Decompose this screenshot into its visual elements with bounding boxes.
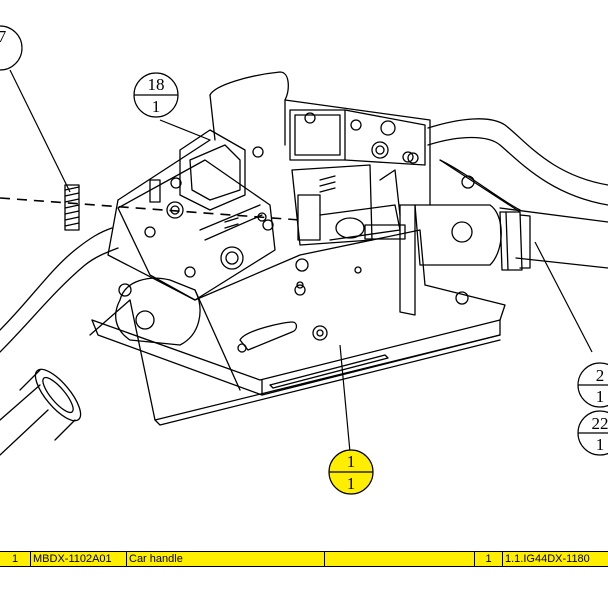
- leader-line-2: [534, 241, 593, 353]
- springs: [64, 175, 336, 231]
- upper-bracket: [107, 71, 431, 301]
- svg-text:1: 1: [347, 452, 356, 471]
- svg-text:1: 1: [596, 387, 605, 406]
- leader-line-1: [339, 344, 351, 453]
- bom-part-number: MBDX-1102A01: [30, 552, 126, 566]
- bom-description: Car handle: [126, 552, 324, 566]
- leader-line-22: [439, 159, 521, 213]
- balloon-1-highlighted[interactable]: 1 1: [328, 449, 374, 495]
- left-switch-bracket: [117, 129, 276, 301]
- svg-text:18: 18: [148, 75, 165, 94]
- handlebar-tube-right: [427, 118, 608, 269]
- leader-line-18: [159, 119, 211, 141]
- bom-row-highlighted[interactable]: 1 MBDX-1102A01 Car handle 1 1.1.IG44DX-1…: [0, 551, 608, 567]
- balloon-2: 2 1: [577, 362, 608, 408]
- leader-line-7: [9, 69, 71, 193]
- left-grip: [19, 368, 82, 441]
- svg-text:1: 1: [596, 435, 605, 454]
- right-switch-bracket: [289, 109, 426, 246]
- base-plate: [91, 284, 506, 426]
- balloon-7: 7: [0, 25, 23, 71]
- handlebar-tube-left: [0, 227, 131, 456]
- svg-text:7: 7: [0, 27, 7, 46]
- bom-qty2: 1: [474, 552, 502, 566]
- nuts: [170, 152, 419, 289]
- bom-qty: 1: [11, 553, 19, 565]
- right-mount-tab: [399, 204, 502, 316]
- bom-blank: [324, 552, 474, 566]
- balloon-22: 22 1: [577, 410, 608, 456]
- svg-text:1: 1: [152, 97, 161, 116]
- plate-holes: [118, 146, 475, 353]
- svg-text:1: 1: [347, 474, 356, 493]
- bom-ref: 1.1.IG44DX-1180: [502, 552, 608, 566]
- svg-text:22: 22: [592, 414, 608, 433]
- left-mount-tab: [115, 277, 201, 346]
- right-tube-fitting: [499, 211, 531, 271]
- svg-text:2: 2: [596, 366, 605, 385]
- balloon-18: 18 1: [133, 72, 179, 118]
